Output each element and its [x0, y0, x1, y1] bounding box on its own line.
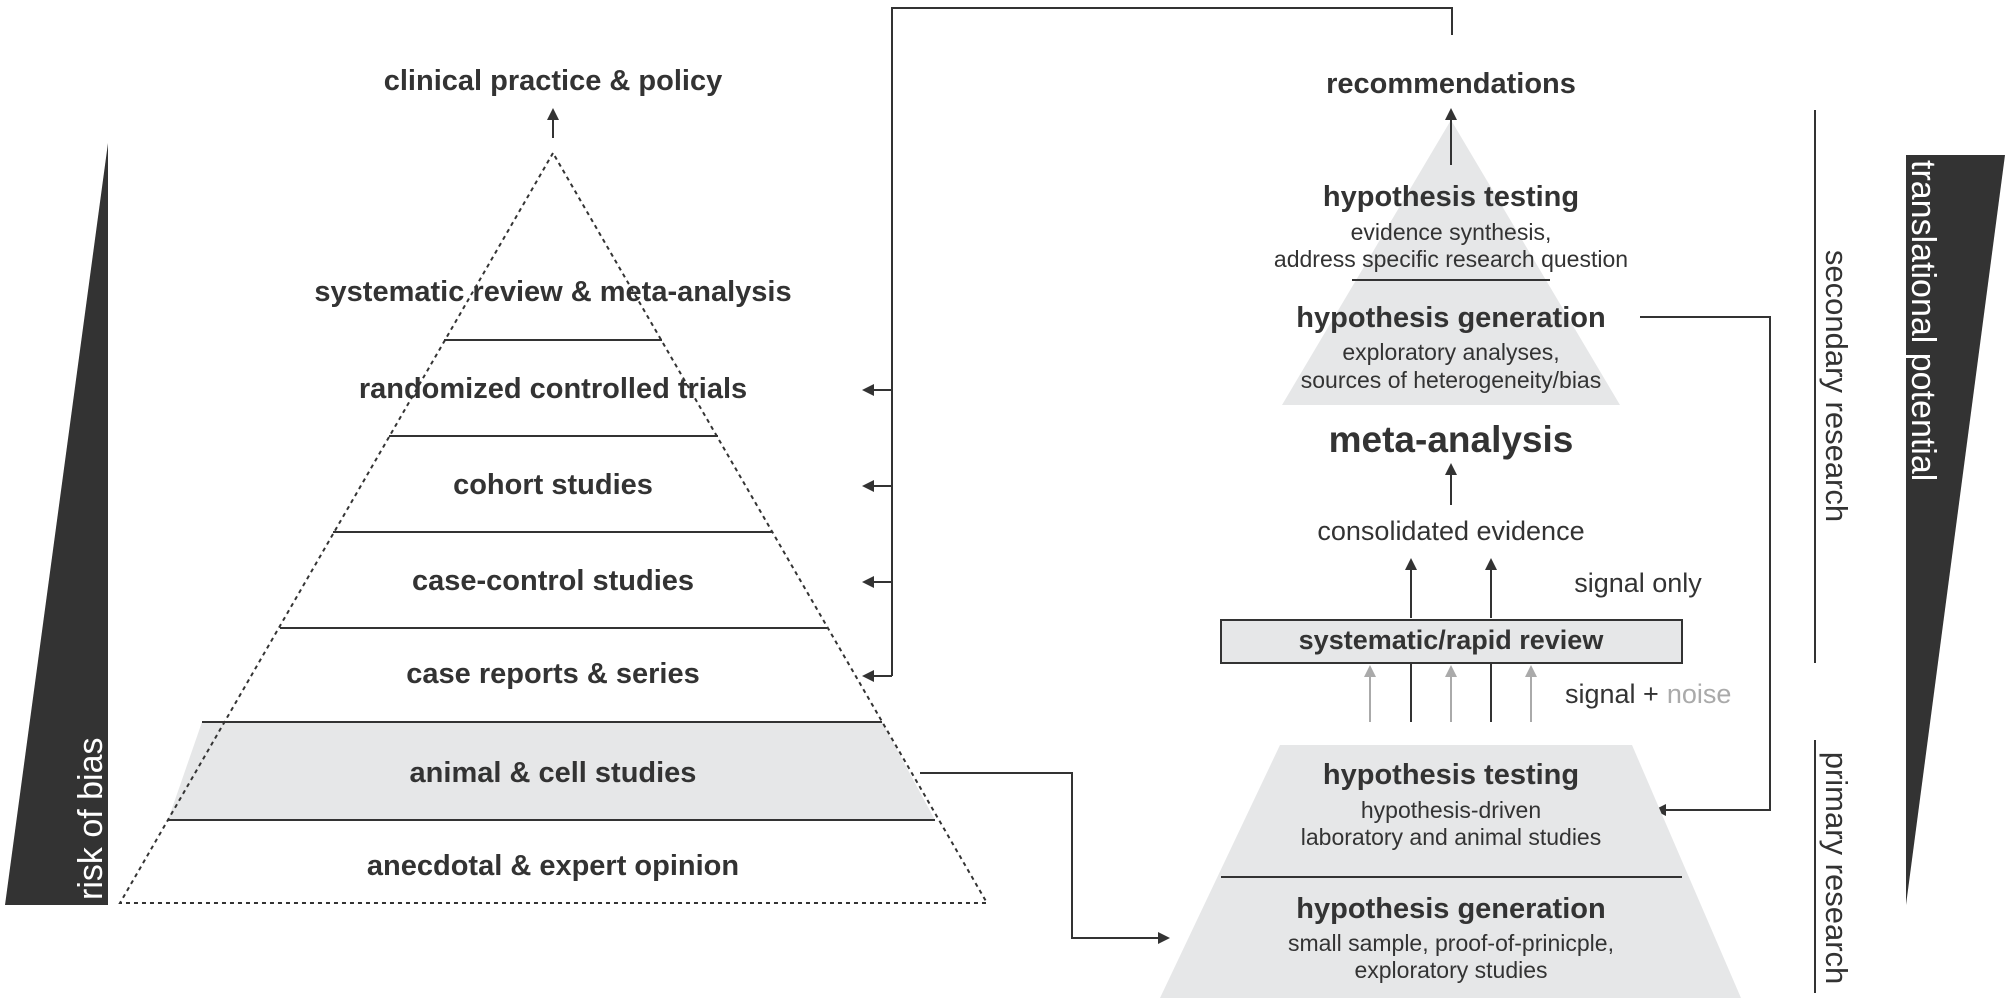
consolidated-evidence-label: consolidated evidence — [1317, 516, 1584, 546]
animal-to-primary-connector — [920, 772, 1170, 944]
recommendations-label: recommendations — [1326, 68, 1576, 100]
risk-of-bias-label: risk of bias — [72, 738, 110, 901]
translational-potential-wedge: translational potential — [1904, 155, 2005, 905]
signal-noise-label: signal + noise — [1565, 679, 1731, 709]
translational-potential-label: translational potential — [1904, 160, 1942, 481]
secondary-pyramid: recommendations hypothesis testing evide… — [1274, 68, 1628, 405]
evidence-pyramid: clinical practice & policy systematic re… — [118, 65, 989, 904]
systematic-review-box — [1220, 619, 1683, 664]
primary-testing-desc-1: hypothesis-driven — [1361, 797, 1541, 823]
signal-plus-text: signal + — [1565, 679, 1659, 709]
noise-text: noise — [1667, 679, 1732, 709]
primary-testing-title: hypothesis testing — [1323, 759, 1579, 791]
primary-generation-desc-1: small sample, proof-of-prinicple, — [1288, 930, 1614, 956]
level-case-reports: case reports & series — [406, 658, 699, 690]
systematic-review-label: systematic/rapid review — [1299, 625, 1605, 655]
risk-of-bias-wedge: risk of bias — [5, 143, 110, 905]
animal-cell-band — [168, 722, 935, 820]
secondary-generation-desc-1: exploratory analyses, — [1342, 339, 1559, 365]
level-anecdotal: anecdotal & expert opinion — [367, 850, 739, 882]
secondary-generation-desc-2: sources of heterogeneity/bias — [1301, 367, 1601, 393]
primary-pyramid: hypothesis testing hypothesis-driven lab… — [1160, 745, 1741, 998]
primary-generation-desc-2: exploratory studies — [1354, 957, 1547, 983]
primary-research-label: primary research — [1819, 752, 1854, 985]
secondary-generation-title: hypothesis generation — [1296, 302, 1605, 334]
research-side-labels: secondary research primary research — [1814, 110, 1854, 993]
secondary-testing-title: hypothesis testing — [1323, 181, 1579, 213]
secondary-testing-desc-1: evidence synthesis, — [1351, 219, 1552, 245]
secondary-testing-desc-2: address specific research question — [1274, 246, 1628, 272]
level-animal-cell: animal & cell studies — [410, 757, 697, 789]
level-systematic-review: systematic review & meta-analysis — [314, 276, 791, 308]
primary-testing-desc-2: laboratory and animal studies — [1301, 824, 1601, 850]
meta-analysis-label: meta-analysis — [1329, 419, 1574, 460]
level-cohort: cohort studies — [453, 469, 653, 501]
clinical-practice-label: clinical practice & policy — [384, 65, 722, 97]
secondary-research-label: secondary research — [1819, 250, 1854, 522]
level-rct: randomized controlled trials — [359, 373, 747, 405]
recommendations-feedback-connector — [862, 7, 1453, 682]
primary-generation-title: hypothesis generation — [1296, 893, 1605, 925]
level-case-control: case-control studies — [412, 565, 694, 597]
generation-to-testing-connector — [1640, 316, 1771, 816]
signal-only-label: signal only — [1574, 568, 1702, 598]
synthesis-flow: meta-analysis consolidated evidence sign… — [1220, 419, 1731, 722]
